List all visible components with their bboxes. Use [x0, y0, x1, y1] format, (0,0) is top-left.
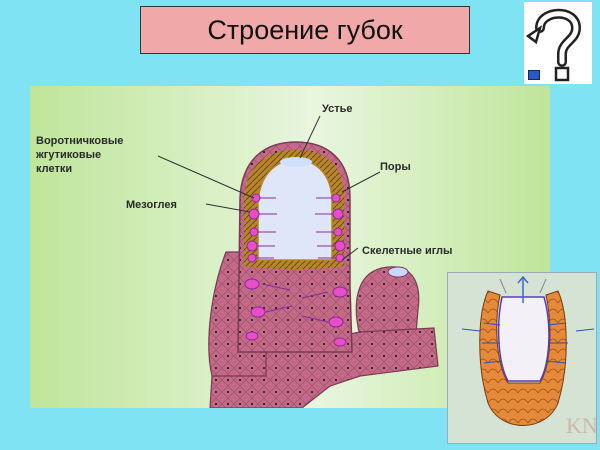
label-collar-cells-line2: жгутиковые: [35, 149, 101, 161]
sponge-tube: [237, 141, 353, 353]
slide-title: Строение губок: [207, 14, 403, 45]
label-collar-cells-line1: Воротничковые: [36, 135, 123, 147]
mesoglea-cells: [244, 278, 348, 347]
label-osculum: Устье: [322, 103, 353, 115]
spicules-leader: [341, 247, 359, 261]
inset-inner-cavity: [497, 296, 550, 382]
inset-sponge-body: [479, 290, 567, 426]
mesoglea-leader: [205, 203, 251, 213]
label-pores: Поры: [380, 161, 411, 173]
inset-watermark: KN: [566, 413, 597, 438]
inset-diagram: KN: [447, 272, 597, 444]
slide-title-box: Строение губок: [140, 6, 470, 54]
label-mesoglea: Мезоглея: [126, 199, 177, 211]
label-spicules: Скелетные иглы: [362, 245, 452, 257]
question-mark-icon: [525, 8, 582, 82]
inner-cavity: [257, 159, 333, 261]
pores-leader: [341, 171, 381, 193]
collar-cells-leader: [157, 155, 255, 199]
nav-button[interactable]: [528, 70, 540, 80]
label-collar-cells-line3: клетки: [36, 163, 72, 175]
collar-cells: [246, 193, 346, 263]
inset-flow-arrow: [517, 275, 529, 303]
osculum-opening: [280, 157, 312, 167]
osculum-leader: [299, 115, 321, 159]
